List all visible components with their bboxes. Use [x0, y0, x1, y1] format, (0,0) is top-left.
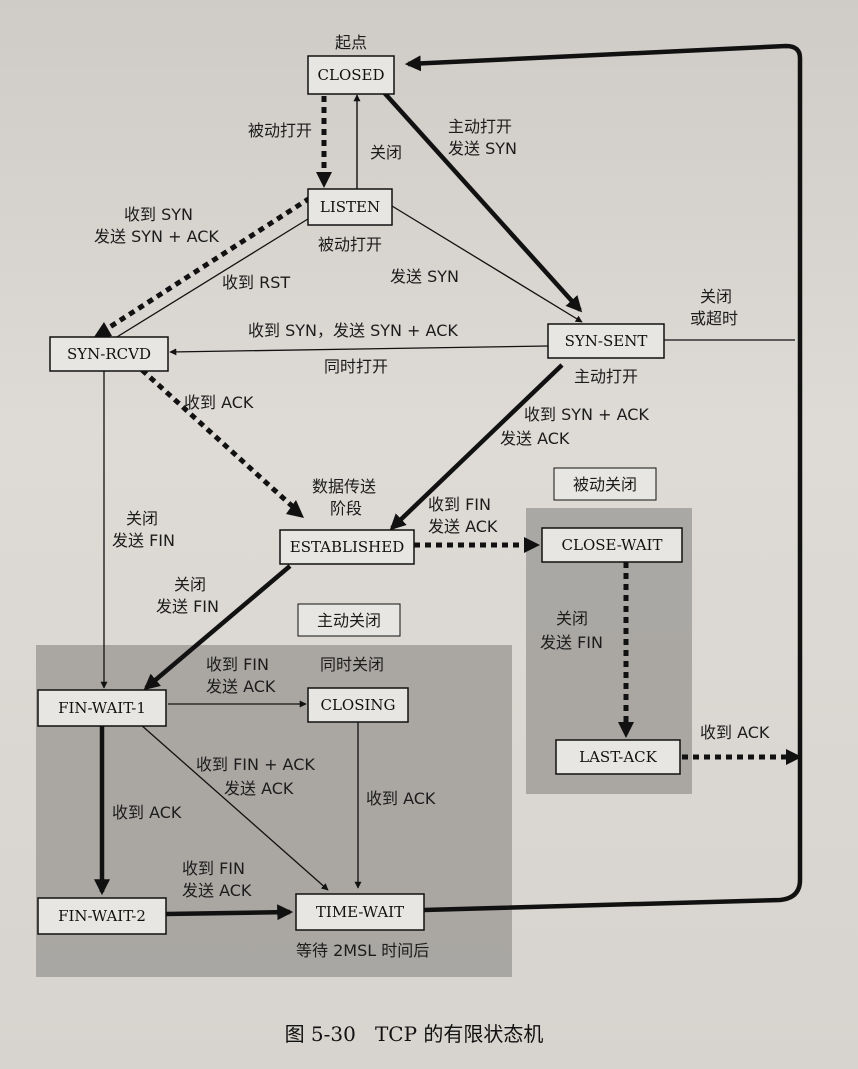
label-close-timeout-l1: 关闭 — [700, 287, 732, 306]
state-listen-label: LISTEN — [320, 198, 380, 216]
arrowhead-lastack-closed — [786, 749, 802, 765]
label-recv-ack-3: 收到 ACK — [366, 789, 436, 808]
label-passive-open-2: 被动打开 — [318, 235, 382, 254]
state-listen: LISTEN — [307, 188, 393, 226]
state-closed: CLOSED — [307, 55, 395, 95]
state-syn-sent-label: SYN-SENT — [565, 332, 648, 350]
state-last-ack-label: LAST-ACK — [579, 748, 658, 766]
label-simultaneous-close: 同时关闭 — [320, 655, 384, 674]
label-passive-open-1: 被动打开 — [248, 121, 312, 140]
label-recv-finack-l2: 发送 ACK — [224, 779, 294, 798]
arrow-synrcvd-listen — [111, 213, 317, 341]
arrow-synrcvd-established — [140, 368, 294, 508]
state-fin-wait-1-label: FIN-WAIT-1 — [58, 699, 146, 717]
arrow-finwait2-timewait — [165, 904, 294, 921]
arrowhead-established-closewait — [524, 537, 540, 553]
state-established-label: ESTABLISHED — [290, 538, 405, 556]
state-fin-wait-2-label: FIN-WAIT-2 — [58, 907, 146, 925]
arrowhead-closed-listen — [316, 172, 332, 188]
label-close-timeout-l2: 或超时 — [690, 309, 738, 328]
label-recv-ack-1: 收到 ACK — [184, 393, 254, 412]
arrow-closed-synsent — [378, 86, 583, 313]
label-recv-fin-3-l2: 发送 ACK — [182, 881, 252, 900]
label-recv-ack-4: 收到 ACK — [112, 803, 182, 822]
label-data-transfer-l1: 数据传送 — [312, 477, 376, 496]
label-active-open-l2: 发送 SYN — [448, 139, 517, 158]
label-close-fin-c-l1: 关闭 — [556, 609, 588, 628]
state-time-wait: TIME-WAIT — [295, 893, 425, 931]
arrow-synsent-established — [389, 363, 564, 531]
state-closing-label: CLOSING — [320, 696, 395, 714]
label-start: 起点 — [335, 33, 367, 52]
state-close-wait: CLOSE-WAIT — [541, 527, 683, 563]
state-last-ack: LAST-ACK — [555, 739, 681, 775]
label-data-transfer-l2: 阶段 — [330, 499, 362, 518]
label-recv-fin-2-l2: 发送 ACK — [206, 677, 276, 696]
state-fin-wait-1: FIN-WAIT-1 — [37, 689, 167, 727]
state-fin-wait-2: FIN-WAIT-2 — [37, 897, 167, 935]
passive-close-box — [553, 467, 657, 501]
label-wait-2msl: 等待 2MSL 时间后 — [296, 941, 429, 960]
label-recv-fin-3-l1: 收到 FIN — [182, 859, 245, 878]
label-recv-syn-l1: 收到 SYN — [124, 205, 193, 224]
arrow-established-finwait1 — [143, 564, 292, 691]
label-recv-synack-l2: 发送 ACK — [500, 429, 570, 448]
arrow-finwait1-timewait — [139, 723, 329, 891]
state-established: ESTABLISHED — [279, 529, 415, 565]
arrow-listen-synsent — [391, 205, 583, 323]
label-recv-syn-send-synack: 收到 SYN，发送 SYN + ACK — [248, 321, 458, 340]
label-close-fin-a-l2: 发送 FIN — [112, 531, 175, 550]
state-syn-rcvd: SYN-RCVD — [49, 336, 169, 372]
arrow-listen-synrcvd — [100, 195, 312, 335]
arrowhead-synrcvd-established — [286, 500, 304, 518]
label-close-fin-b-l1: 关闭 — [174, 575, 206, 594]
arrow-synsent-synrcvd — [169, 345, 549, 356]
active-close-box — [297, 603, 401, 637]
label-simultaneous-open: 同时打开 — [324, 357, 388, 376]
label-close-fin-c-l2: 发送 FIN — [540, 633, 603, 652]
arrow-timewait-closed — [404, 43, 803, 913]
state-closed-label: CLOSED — [318, 66, 385, 84]
active-close-label: 主动关闭 — [317, 611, 381, 630]
state-close-wait-label: CLOSE-WAIT — [562, 536, 663, 554]
label-recv-fin-l1: 收到 FIN — [428, 495, 491, 514]
state-syn-sent: SYN-SENT — [547, 323, 665, 359]
label-recv-rst: 收到 RST — [222, 273, 290, 292]
label-close-fin-b-l2: 发送 FIN — [156, 597, 219, 616]
label-recv-fin-2-l1: 收到 FIN — [206, 655, 269, 674]
label-send-syn: 发送 SYN — [390, 267, 459, 286]
state-syn-rcvd-label: SYN-RCVD — [67, 345, 151, 363]
arrowhead-closewait-lastack — [618, 722, 634, 738]
label-close-fin-a-l1: 关闭 — [126, 509, 158, 528]
label-recv-ack-2: 收到 ACK — [700, 723, 770, 742]
label-recv-syn-l2: 发送 SYN + ACK — [94, 227, 219, 246]
passive-close-label: 被动关闭 — [573, 475, 637, 494]
arrowhead-listen-synrcvd — [92, 322, 112, 340]
label-recv-synack-l1: 收到 SYN + ACK — [524, 405, 649, 424]
label-active-open-2: 主动打开 — [574, 367, 638, 386]
label-close-1: 关闭 — [370, 143, 402, 162]
state-time-wait-label: TIME-WAIT — [316, 903, 404, 921]
state-closing: CLOSING — [307, 687, 409, 723]
label-active-open-l1: 主动打开 — [448, 117, 512, 136]
label-recv-finack-l1: 收到 FIN + ACK — [196, 755, 315, 774]
figure-caption: 图 5-30 TCP 的有限状态机 — [285, 1022, 544, 1046]
label-recv-fin-l2: 发送 ACK — [428, 517, 498, 536]
